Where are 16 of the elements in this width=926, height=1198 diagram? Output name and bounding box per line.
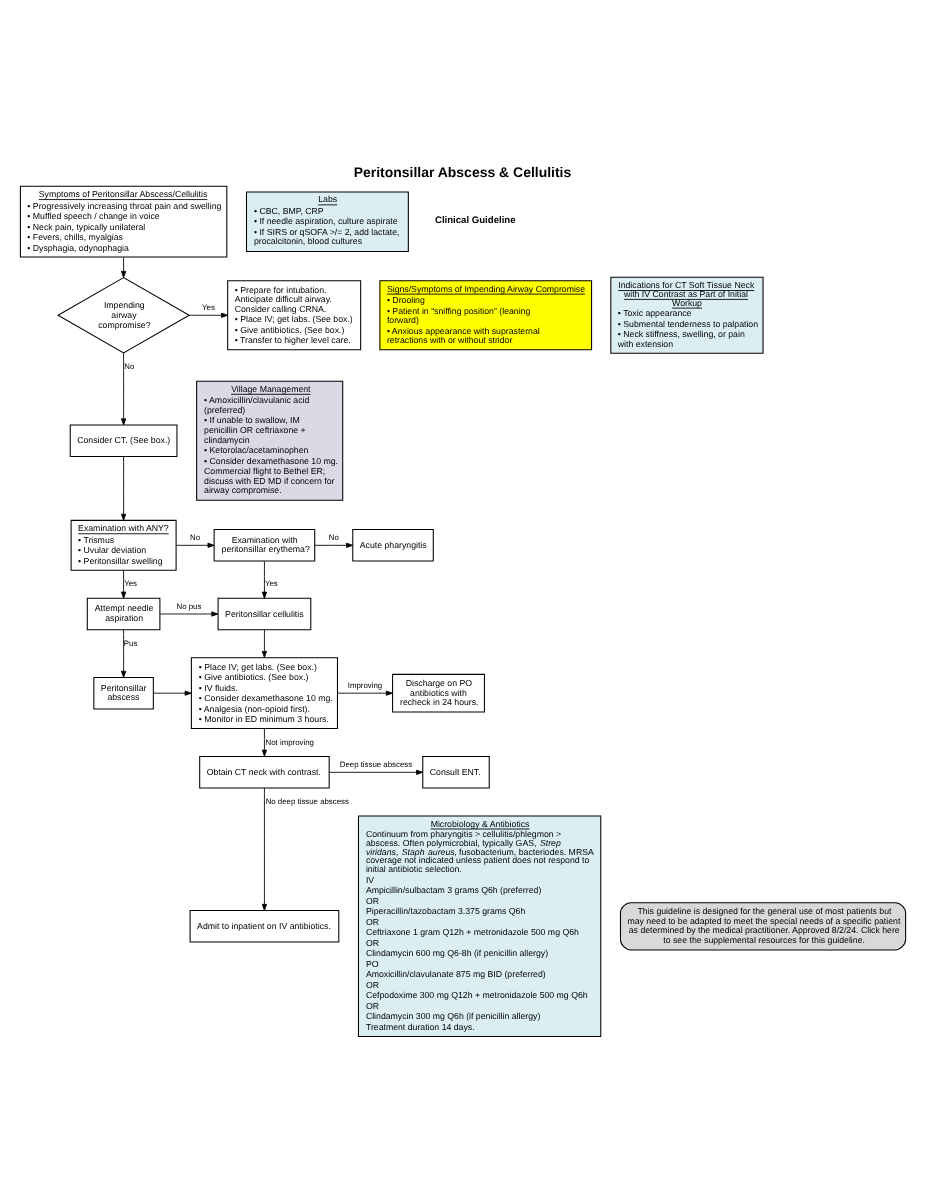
arrow (328, 768, 424, 774)
arrow (176, 541, 215, 547)
arrow (261, 727, 267, 756)
arrow (261, 628, 267, 657)
arrow (337, 689, 393, 695)
arrow (121, 351, 127, 425)
arrow (159, 610, 219, 616)
arrow (188, 311, 229, 317)
arrow (121, 628, 127, 677)
arrow (121, 568, 127, 598)
arrow (121, 255, 127, 277)
arrow (121, 455, 127, 520)
arrow (314, 541, 354, 547)
arrow (153, 689, 192, 695)
arrow (261, 786, 267, 910)
arrow (261, 559, 267, 598)
